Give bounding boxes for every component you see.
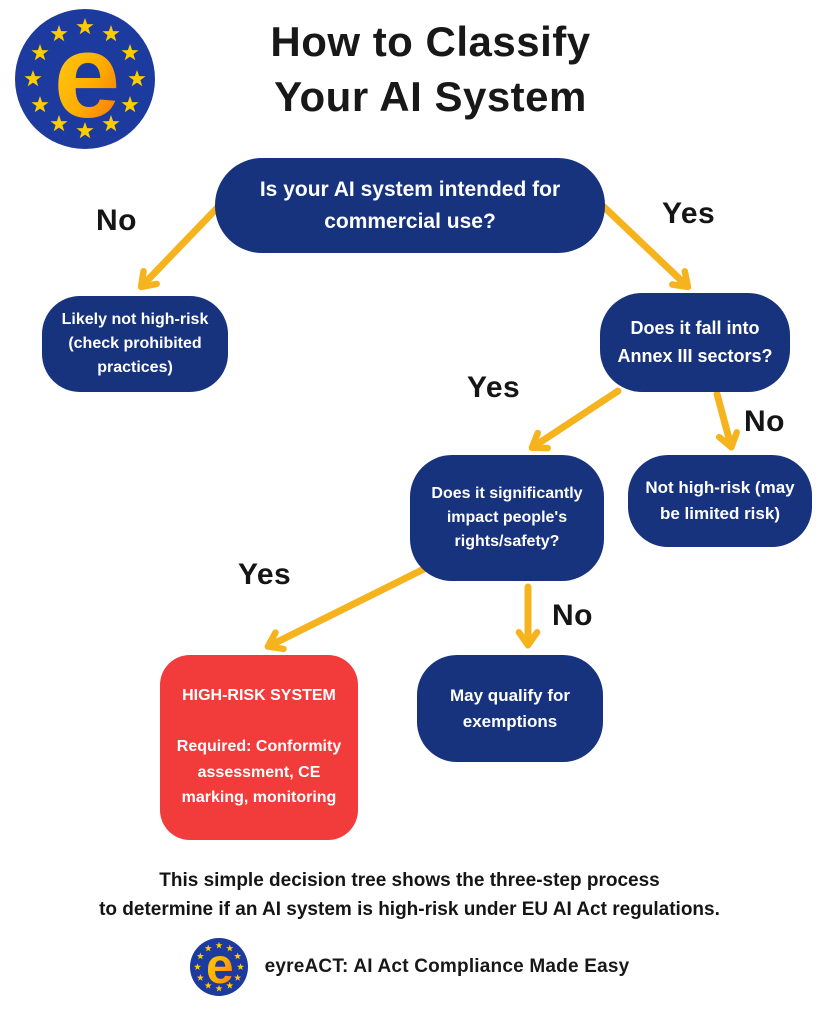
footer-brand-row: eyreACT: AI Act Compliance Made Easy — [0, 938, 819, 996]
brand-tagline: eyreACT: AI Act Compliance Made Easy — [264, 956, 630, 977]
node-high-risk-system: HIGH-RISK SYSTEM Required: Conformity as… — [160, 655, 358, 840]
edge-label-annex-yes: Yes — [467, 371, 521, 404]
eyreact-logo: e — [15, 9, 155, 149]
edge-label-root-yes: Yes — [662, 197, 716, 230]
node-likely-not-high-risk: Likely not high-risk (check prohibited p… — [42, 296, 228, 392]
arrow-annex-to-limited — [713, 390, 740, 451]
edge-label-impact-no: No — [552, 599, 593, 632]
node-limited-risk: Not high-risk (may be limited risk) — [628, 455, 812, 547]
edge-label-root-no: No — [96, 204, 137, 237]
node-impact-question: Does it significantly impact people's ri… — [410, 455, 604, 581]
arrow-root-to-likely — [137, 203, 222, 291]
node-annex-question: Does it fall into Annex III sectors? — [600, 293, 790, 392]
arrow-annex-to-impact — [528, 387, 622, 452]
svg-text:e: e — [54, 9, 121, 143]
eu-stars-circle-icon: e — [15, 9, 155, 149]
edge-label-annex-no: No — [744, 405, 785, 438]
node-root-question: Is your AI system intended for commercia… — [215, 158, 605, 253]
arrow-impact-to-highrisk — [264, 564, 430, 653]
edge-label-impact-yes: Yes — [238, 558, 292, 591]
node-exemptions: May qualify for exemptions — [417, 655, 603, 762]
diagram-caption: This simple decision tree shows the thre… — [99, 870, 720, 920]
eu-stars-circle-icon-small — [190, 938, 248, 996]
page-title: How to Classify Your AI System — [270, 18, 591, 120]
